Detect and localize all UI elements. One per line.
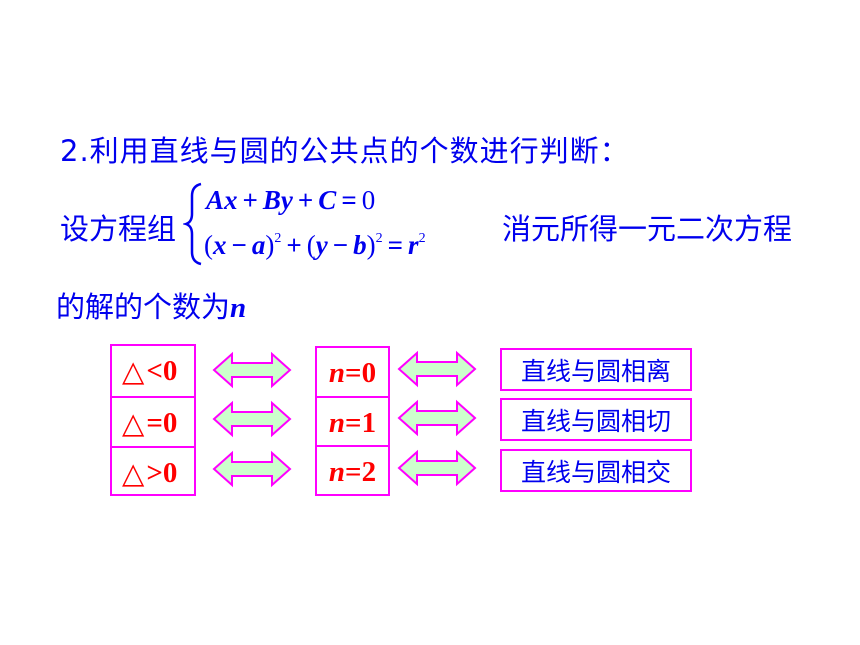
- double-headed-arrow-icon: [397, 449, 477, 487]
- heading: 2.利用直线与圆的公共点的个数进行判断：: [60, 134, 630, 168]
- relation-separate: 直线与圆相离: [500, 348, 692, 391]
- equation-line: Ax+By+C=0: [206, 185, 376, 215]
- n-case: n=1: [317, 396, 388, 448]
- double-headed-arrow-icon: [212, 450, 292, 488]
- roots-var: n: [230, 292, 247, 324]
- elimination-text: 消元所得一元二次方程: [502, 212, 793, 246]
- n-box: n=0 n=1 n=2: [315, 346, 390, 496]
- circle-equation: (x−a)2+(y−b)2=r2: [204, 230, 426, 260]
- n-case: n=2: [317, 445, 388, 497]
- left-brace-icon: [183, 182, 202, 266]
- double-headed-arrow-icon: [212, 400, 292, 438]
- double-headed-arrow-icon: [397, 399, 477, 437]
- double-headed-arrow-icon: [212, 351, 292, 389]
- n-case: n=0: [328, 356, 377, 389]
- delta-case: △<0: [122, 354, 178, 388]
- delta-case: △=0: [112, 396, 194, 448]
- delta-case: △>0: [112, 446, 194, 498]
- relation-tangent: 直线与圆相切: [500, 398, 692, 441]
- system-prefix: 设方程组: [60, 212, 177, 246]
- roots-line: 的解的个数为n: [56, 290, 247, 324]
- delta-box: △<0 △=0 △>0: [110, 344, 196, 496]
- relation-intersect: 直线与圆相交: [500, 449, 692, 492]
- double-headed-arrow-icon: [397, 350, 477, 388]
